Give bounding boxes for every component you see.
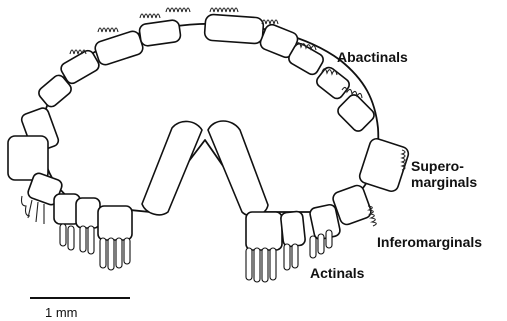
superomarginals-label-line1: Supero- [411,158,477,174]
superomarginals-label: Supero- marginals [411,158,477,190]
abactinals-label: Abactinals [337,49,408,65]
superomarginals-label-line2: marginals [411,174,477,190]
scale-bar [30,297,130,299]
actinals-label: Actinals [310,265,364,281]
inferomarginals-label: Inferomarginals [377,234,482,250]
scale-bar-label: 1 mm [45,305,78,321]
